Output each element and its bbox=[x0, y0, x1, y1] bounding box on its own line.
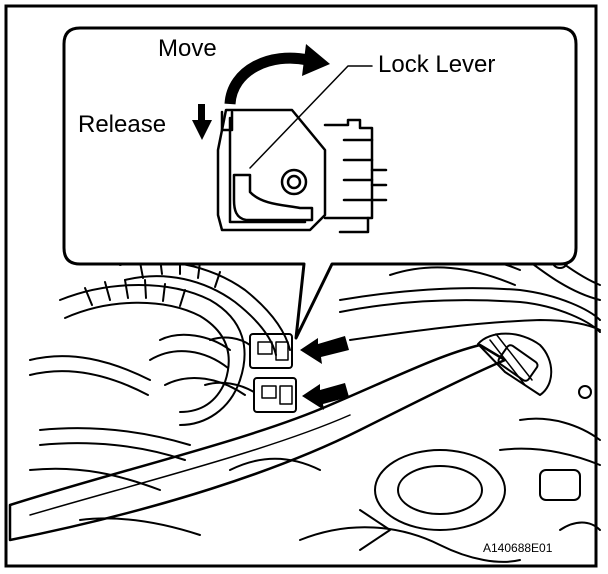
release-arrow-icon bbox=[192, 104, 212, 140]
pointer-arrow-icon bbox=[300, 336, 349, 364]
label-move: Move bbox=[158, 35, 217, 62]
hose-clamp bbox=[477, 332, 553, 396]
connector-assembly bbox=[204, 333, 297, 413]
engine-block bbox=[29, 251, 601, 563]
pointer-arrow-icon bbox=[302, 383, 349, 410]
left-harness bbox=[29, 257, 291, 461]
connector-upper bbox=[249, 333, 293, 369]
connector-lower bbox=[253, 377, 297, 413]
label-release: Release bbox=[78, 111, 166, 138]
lock-lever-leader bbox=[249, 65, 373, 169]
label-lock-lever: Lock Lever bbox=[378, 51, 495, 78]
move-arrow-icon bbox=[224, 44, 330, 105]
inset-callout: Move Lock Lever Release bbox=[62, 26, 578, 340]
figure-id: A140688E01 bbox=[483, 541, 553, 555]
connector-detail bbox=[216, 108, 388, 234]
